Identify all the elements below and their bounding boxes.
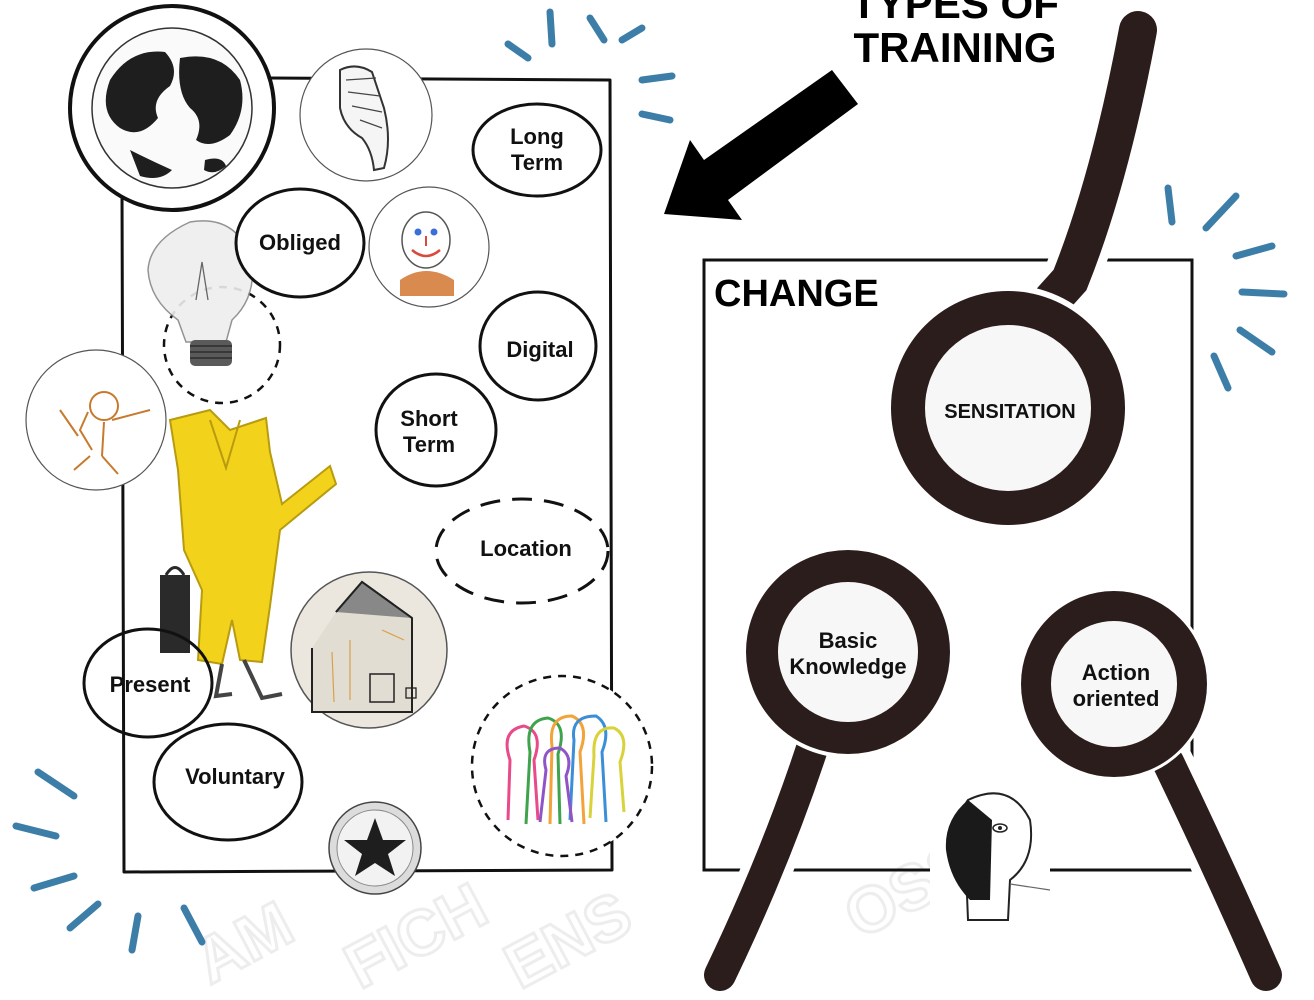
bubble-long-term-line1: Long: [510, 124, 564, 149]
magnifier-sensitation-line1: SENSITATION: [944, 401, 1075, 423]
light-bulb-icon: [147, 220, 282, 405]
arrow-icon: [664, 70, 858, 220]
magnifier-basic-knowledge-line1: Basic: [819, 628, 878, 653]
title-line1: TYPES OF: [851, 0, 1059, 27]
title-block: TYPES OF TRAINING: [851, 0, 1059, 71]
magnifier-basic-knowledge-line2: Knowledge: [789, 654, 906, 679]
left-frame: [120, 76, 614, 874]
globe-icon: [68, 4, 276, 212]
bubble-present-line1: Present: [110, 672, 191, 697]
svg-text:ENS: ENS: [493, 877, 643, 1000]
magnifier-action-oriented: Action oriented: [1018, 588, 1291, 1000]
stick-figure-icon: [25, 349, 167, 491]
bubble-digital-line1: Digital: [506, 337, 573, 362]
star-stamp-icon: [328, 801, 422, 895]
bubble-short-term-line1: Short: [400, 406, 458, 431]
colorful-people-icon: [470, 674, 654, 858]
accent-lines: [12, 8, 1288, 954]
title-line2: TRAINING: [854, 24, 1057, 71]
bubble-long-term-line2: Term: [511, 150, 563, 175]
bubble-obliged-line1: Obliged: [259, 230, 341, 255]
left-panel: Long Term Obliged Digital Short Term Loc…: [25, 4, 654, 895]
magnifier-sensitation: SENSITATION: [888, 2, 1166, 525]
bubble-location: Location: [434, 497, 610, 605]
right-panel: CHANGE SENSITATION Basic Knowledge Actio…: [695, 2, 1291, 1000]
thinking-figure-icon: [930, 790, 1051, 930]
bubble-obliged: Obliged: [234, 187, 366, 299]
magnifier-action-oriented-line2: oriented: [1073, 686, 1160, 711]
magnifier-basic-knowledge: Basic Knowledge: [695, 546, 954, 1000]
house-drawing-icon: [290, 571, 448, 729]
bubble-short-term-line2: Term: [403, 432, 455, 457]
bubble-short-term: Short Term: [374, 372, 498, 488]
bubble-digital: Digital: [478, 290, 598, 402]
bubble-voluntary: Voluntary: [152, 722, 304, 842]
change-heading: CHANGE: [714, 273, 879, 315]
smiley-face-icon: [368, 186, 490, 308]
magnifier-action-oriented-line1: Action: [1082, 660, 1150, 685]
bubble-voluntary-line1: Voluntary: [185, 764, 286, 789]
bubble-present: Present: [82, 627, 214, 739]
pointing-hand-icon: [299, 48, 433, 182]
bubble-long-term: Long Term: [471, 102, 603, 198]
bubble-location-line1: Location: [480, 536, 572, 561]
